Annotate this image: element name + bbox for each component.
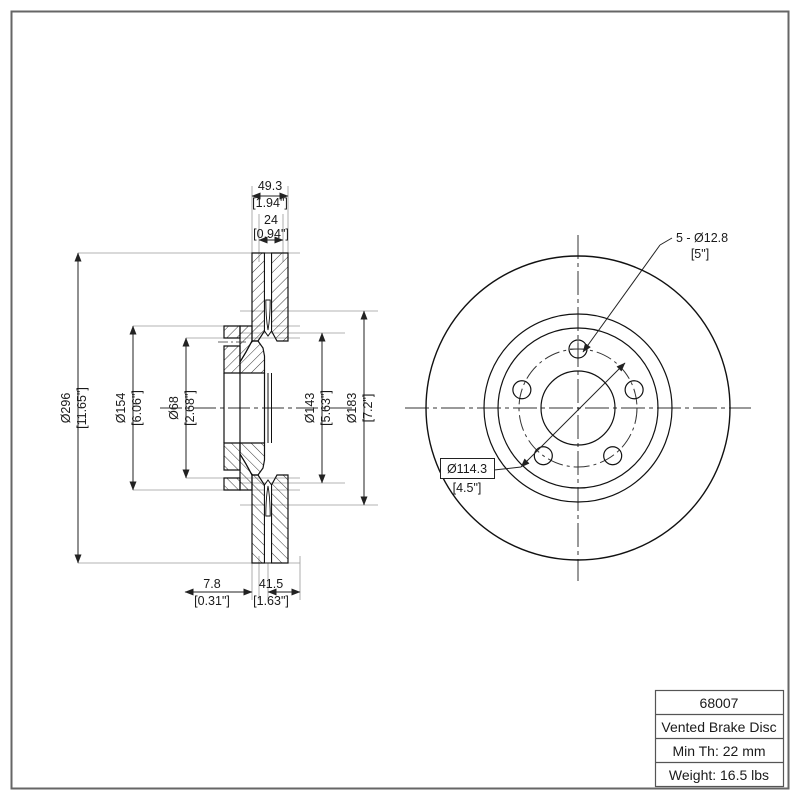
dim-od-296-metric: Ø296 [59, 393, 73, 424]
title-block-description: Vented Brake Disc [661, 719, 776, 735]
hat-outer-circle [497, 327, 659, 489]
dim-24-metric: 24 [264, 213, 278, 227]
rotor-section-lower [223, 442, 289, 564]
callout-bolt-holes: 5 - Ø12.8 [5"] [582, 231, 728, 353]
dim-offset-41-5: 41.5 [1.63"] [253, 577, 301, 608]
dim-41-5-metric: 41.5 [259, 577, 283, 591]
bolt-hole-center-marks [570, 341, 586, 357]
dim-7-8-imperial: [0.31"] [194, 594, 230, 608]
dim-49-3-imperial: [1.94"] [252, 196, 288, 210]
sheet-border [10, 10, 790, 790]
dim-49-3-metric: 49.3 [258, 179, 282, 193]
dim-41-5-imperial: [1.63"] [253, 594, 289, 608]
callout-bolt-circle-metric: Ø114.3 [447, 462, 487, 476]
callout-bolt-holes-metric: 5 - Ø12.8 [676, 231, 728, 245]
dim-154-imperial: [6.06"] [130, 390, 144, 426]
dim-hat-od-154: Ø154 [6.06"] [114, 325, 144, 491]
section-view: Ø296 [11.65"] Ø154 [6.06"] Ø68 [2.68"] Ø… [59, 179, 378, 608]
dim-154-metric: Ø154 [114, 393, 128, 424]
callout-bolt-circle: Ø114.3 [4.5"] [440, 362, 626, 495]
title-block-weight: Weight: 16.5 lbs [669, 767, 769, 783]
callout-bolt-holes-imperial: [5"] [691, 247, 709, 261]
dim-183-imperial: [7.2"] [361, 394, 375, 423]
dim-od-296: Ø296 [11.65"] [59, 252, 89, 564]
title-block: 68007 Vented Brake Disc Min Th: 22 mm We… [654, 689, 785, 788]
dim-thickness-24: 24 [0.94"] [253, 213, 289, 244]
face-view: 5 - Ø12.8 [5"] Ø114.3 [4.5"] [405, 231, 751, 581]
callout-bolt-circle-box [440, 458, 495, 479]
callout-bolt-circle-imperial: [4.5"] [453, 481, 482, 495]
dim-od-296-imperial: [11.65"] [75, 387, 89, 429]
rotor-section-upper [251, 252, 289, 342]
dim-flange-7-8: 7.8 [0.31"] [184, 577, 253, 608]
title-block-part-number: 68007 [700, 695, 739, 711]
title-block-min-thickness: Min Th: 22 mm [672, 743, 765, 759]
dim-7-8-metric: 7.8 [203, 577, 220, 591]
disc-outer-circle [425, 255, 731, 561]
rotor-hat-upper [218, 325, 266, 374]
dim-24-imperial: [0.94"] [253, 227, 289, 241]
hat-bore-walls [223, 373, 272, 443]
dim-overall-49-3: 49.3 [1.94"] [251, 179, 289, 210]
disc-vent-circle [483, 313, 673, 503]
